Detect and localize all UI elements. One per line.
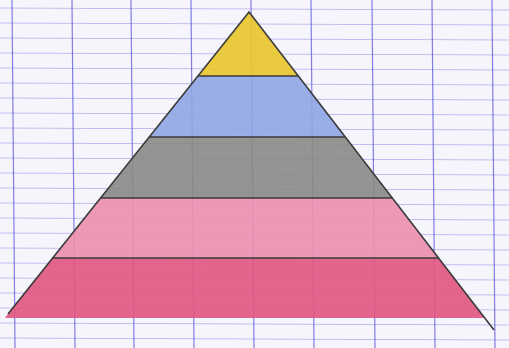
tier-middle-gray xyxy=(101,137,393,198)
tier-bottom-red xyxy=(5,258,485,318)
tier-fourth-pink xyxy=(53,198,439,258)
